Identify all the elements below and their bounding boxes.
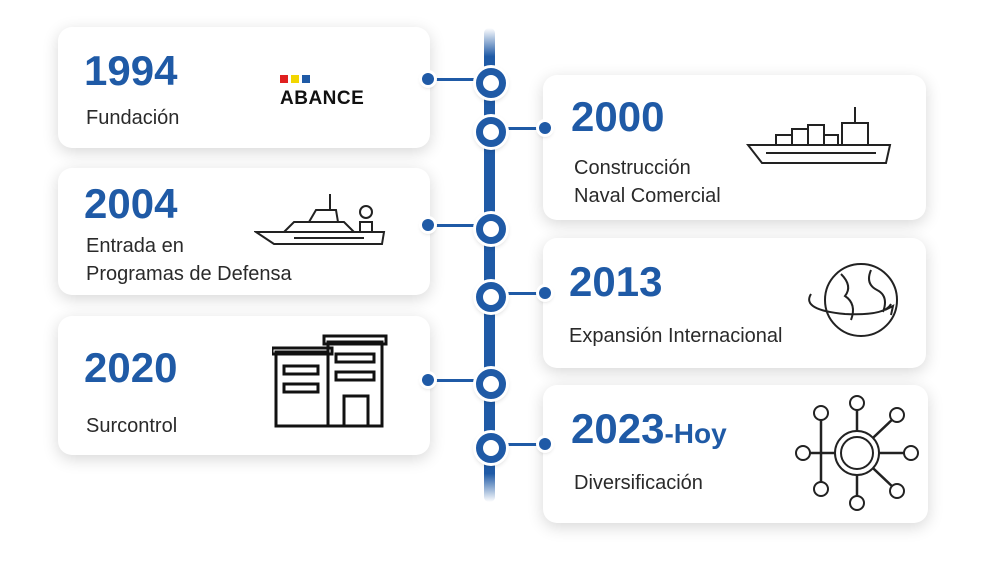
patrol-boat-icon bbox=[254, 194, 386, 245]
event-label: Fundación bbox=[86, 107, 180, 129]
event-year: 1994 bbox=[84, 47, 178, 94]
timeline-node-2020 bbox=[476, 369, 506, 399]
connector-dot bbox=[539, 122, 551, 134]
timeline-node-2004 bbox=[476, 214, 506, 244]
timeline-line bbox=[484, 28, 495, 502]
event-card-2023: 2023-Hoy Diversificación bbox=[543, 385, 928, 523]
event-card-2020: 2020 Surcontrol bbox=[58, 316, 430, 455]
event-year: 2020 bbox=[84, 344, 178, 391]
event-year: 2013 bbox=[569, 258, 663, 305]
connector-2023 bbox=[505, 443, 545, 446]
event-card-2013: 2013 Expansión Internacional bbox=[543, 238, 926, 368]
connector-2000 bbox=[505, 127, 545, 130]
connector-2020 bbox=[434, 379, 474, 382]
abance-logo: ABANCE bbox=[280, 70, 364, 110]
event-year: 2023-Hoy bbox=[571, 405, 727, 452]
connector-dot bbox=[422, 374, 434, 386]
globe-network-icon bbox=[795, 395, 919, 511]
event-label: Diversificación bbox=[574, 472, 703, 494]
connector-2013 bbox=[505, 292, 545, 295]
event-label: Surcontrol bbox=[86, 415, 178, 437]
connector-dot bbox=[539, 438, 551, 450]
event-year: 2004 bbox=[84, 180, 178, 227]
timeline-node-1994 bbox=[476, 68, 506, 98]
globe-orbit-icon bbox=[808, 263, 898, 337]
connector-dot bbox=[539, 287, 551, 299]
connector-1994 bbox=[434, 78, 474, 81]
connector-2004 bbox=[434, 224, 474, 227]
building-icon bbox=[272, 334, 388, 428]
timeline-node-2013 bbox=[476, 282, 506, 312]
event-year: 2000 bbox=[571, 93, 665, 140]
timeline-node-2023 bbox=[476, 433, 506, 463]
cargo-ship-icon bbox=[746, 107, 892, 164]
event-label: Expansión Internacional bbox=[569, 325, 783, 347]
connector-dot bbox=[422, 73, 434, 85]
event-card-1994: 1994 Fundación bbox=[58, 27, 430, 148]
connector-dot bbox=[422, 219, 434, 231]
timeline-node-2000 bbox=[476, 117, 506, 147]
